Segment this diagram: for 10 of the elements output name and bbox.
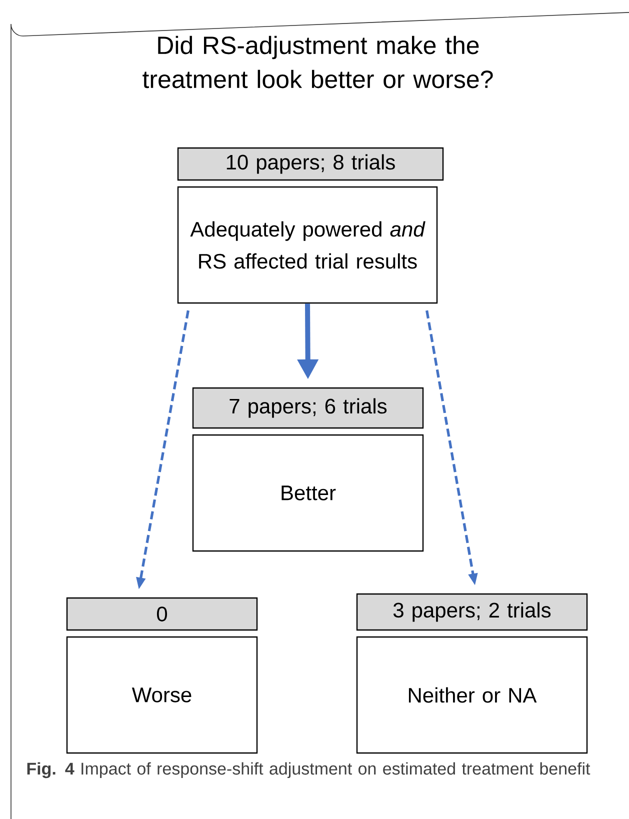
outcome-box: Neither or NA — [356, 636, 588, 754]
count-box: 7 papers; 6 trials — [192, 387, 424, 429]
caption: Fig. 4 Impact of response-shift adjustment on estimated treatment benefit — [27, 762, 590, 778]
outcome-box: Adequately powered and RS affected trial results — [177, 186, 438, 304]
count-box: 3 papers; 2 trials — [356, 593, 588, 631]
count-box: 0 — [66, 597, 258, 631]
count-box: 10 papers; 8 trials — [177, 147, 444, 181]
outcome-box: Worse — [66, 636, 258, 754]
outcome-box: Better — [192, 434, 424, 552]
title: Did RS-adjustment make the treatment look better or worse? — [142, 36, 493, 88]
